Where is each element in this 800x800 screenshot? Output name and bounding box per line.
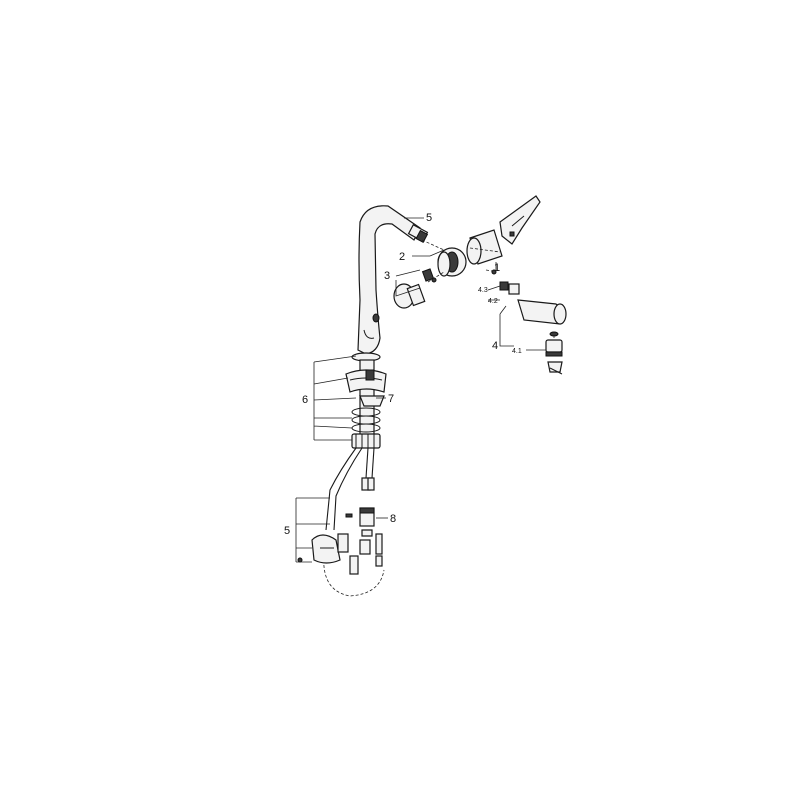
spray-head-connector [407,224,429,243]
connection-fittings [345,507,383,575]
callout-4-3: 4.3 [478,287,488,294]
callout-7: 7 [388,393,394,405]
cartridge-nut [437,247,467,277]
leader-lines [295,217,555,563]
handle-lever [499,195,541,245]
callout-4-1: 4.1 [512,348,522,355]
callout-4: 4 [492,340,498,352]
callout-8: 8 [390,513,396,525]
sleeve-part [466,229,503,265]
callout-labels: 5 2 3 1 4.3 4.2 4 4.1 6 7 5 8 [284,212,522,537]
spray-head [499,281,567,325]
callout-1: 1 [494,262,500,274]
callout-5-top: 5 [426,212,432,224]
callout-2: 2 [399,251,405,263]
supply-hoses [323,447,385,597]
small-screw [485,269,497,275]
aerator-parts [545,331,563,375]
callout-3: 3 [384,270,390,282]
callout-5-bottom: 5 [284,525,290,537]
cartridge-assembly [393,268,437,309]
callout-6: 6 [302,394,308,406]
mounting-assembly [345,352,387,449]
callout-4-2: 4.2 [488,298,498,305]
hose-weight [297,533,349,564]
faucet-body [357,205,421,355]
